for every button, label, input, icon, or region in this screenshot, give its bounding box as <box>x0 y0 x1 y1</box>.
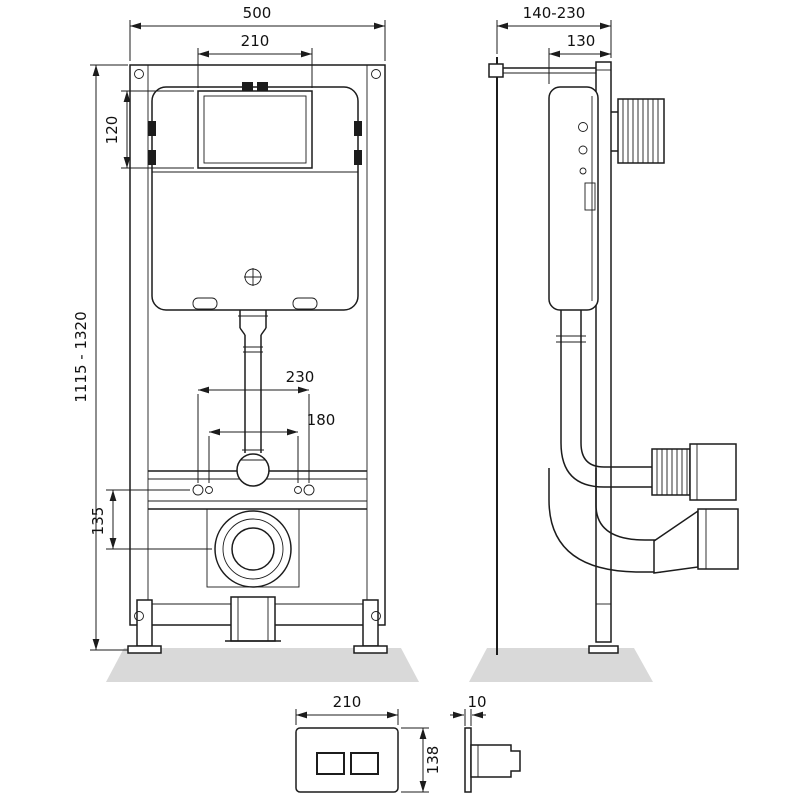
dimensions-side: 140-230 130 <box>496 4 612 84</box>
dim-plate-height: 138 <box>424 746 442 775</box>
plate-housing <box>470 744 521 778</box>
dim-height-range: 1115 - 1320 <box>72 311 90 402</box>
dim-panel-width: 210 <box>241 32 270 50</box>
cistern-side <box>548 86 599 311</box>
access-panel <box>197 82 313 169</box>
dimensions-plate-side: 10 <box>450 693 487 726</box>
wall <box>488 57 504 655</box>
floor-shadow-front <box>106 648 419 682</box>
dim-plate-width: 210 <box>333 693 362 711</box>
corner-screws <box>134 69 381 621</box>
dim-frame-depth: 130 <box>567 32 596 50</box>
flush-pipe-front <box>236 310 270 487</box>
dim-depth-range: 140-230 <box>523 4 586 22</box>
frame-side <box>588 61 619 654</box>
dimensions-plate-front: 210 138 <box>295 693 442 793</box>
plate-profile <box>464 727 472 793</box>
dim-plate-thickness: 10 <box>467 693 486 711</box>
flush-plate-side-view: 10 <box>450 693 521 793</box>
dimensions-front: 500 210 120 1115 - 1320 230 180 <box>72 4 386 651</box>
fixing-holes <box>192 484 315 496</box>
floor-shadow-side <box>469 648 653 682</box>
dim-front-width: 500 <box>243 4 272 22</box>
drain-outlet-front <box>206 508 300 588</box>
flush-plate-front-view: 210 138 <box>295 693 442 793</box>
dim-bolt-spacing-inner: 180 <box>307 411 336 429</box>
flush-button-left <box>316 752 345 775</box>
side-view: 140-230 130 <box>469 4 739 682</box>
flush-plate <box>295 727 399 793</box>
front-view: 500 210 120 1115 - 1320 230 180 <box>72 4 419 682</box>
outlet-connector-lower <box>653 508 739 574</box>
mounting-bracket-ribbed <box>611 98 665 164</box>
dim-drain-offset: 135 <box>89 507 107 536</box>
flush-pipe-side <box>556 310 652 488</box>
flush-button-right <box>350 752 379 775</box>
outlet-connector-upper <box>651 443 737 501</box>
dim-bolt-spacing-outer: 230 <box>286 368 315 386</box>
dim-panel-height: 120 <box>103 116 121 145</box>
bottom-outlet <box>225 596 281 642</box>
